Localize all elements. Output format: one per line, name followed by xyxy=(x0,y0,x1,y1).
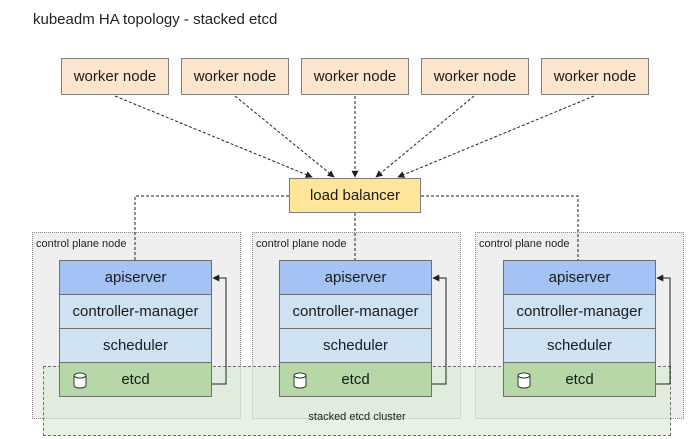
worker-node-2: worker node xyxy=(181,58,289,95)
etcd-box: etcd xyxy=(59,362,212,397)
worker-node-4: worker node xyxy=(421,58,529,95)
controller-manager-box: controller-manager xyxy=(503,294,656,329)
controller-manager-box: controller-manager xyxy=(59,294,212,329)
load-balancer: load balancer xyxy=(289,178,421,213)
apiserver-box: apiserver xyxy=(59,260,212,295)
worker-node-3: worker node xyxy=(301,58,409,95)
worker-4-to-lb-arrow xyxy=(375,95,475,178)
worker-node-5: worker node xyxy=(541,58,649,95)
control-plane-stack-3: apiserver controller-manager scheduler e… xyxy=(503,260,656,397)
lb-to-apiserver-3-line xyxy=(421,195,579,260)
etcd-to-apiserver-arrow-1 xyxy=(212,274,227,385)
worker-5-to-lb-arrow xyxy=(397,95,595,178)
database-icon xyxy=(517,372,531,389)
etcd-to-apiserver-arrow-2 xyxy=(432,274,447,385)
control-plane-node-label: control plane node xyxy=(36,238,127,250)
worker-1-to-lb-arrow xyxy=(114,95,313,178)
control-plane-stack-2: apiserver controller-manager scheduler e… xyxy=(279,260,432,397)
database-icon xyxy=(293,372,307,389)
etcd-box: etcd xyxy=(279,362,432,397)
etcd-label: etcd xyxy=(121,371,150,388)
lb-to-apiserver-1-line xyxy=(134,195,289,260)
database-icon xyxy=(73,372,87,389)
control-plane-node-label: control plane node xyxy=(479,238,570,250)
diagram-title: kubeadm HA topology - stacked etcd xyxy=(33,11,278,28)
scheduler-box: scheduler xyxy=(279,328,432,363)
etcd-to-apiserver-arrow-3 xyxy=(656,274,671,385)
scheduler-box: scheduler xyxy=(503,328,656,363)
worker-node-1: worker node xyxy=(61,58,169,95)
etcd-box: etcd xyxy=(503,362,656,397)
etcd-label: etcd xyxy=(565,371,594,388)
worker-2-to-lb-arrow xyxy=(234,95,335,178)
scheduler-box: scheduler xyxy=(59,328,212,363)
apiserver-box: apiserver xyxy=(503,260,656,295)
control-plane-node-label: control plane node xyxy=(256,238,347,250)
controller-manager-box: controller-manager xyxy=(279,294,432,329)
apiserver-box: apiserver xyxy=(279,260,432,295)
control-plane-stack-1: apiserver controller-manager scheduler e… xyxy=(59,260,212,397)
stacked-etcd-cluster-label: stacked etcd cluster xyxy=(308,411,406,423)
etcd-label: etcd xyxy=(341,371,370,388)
